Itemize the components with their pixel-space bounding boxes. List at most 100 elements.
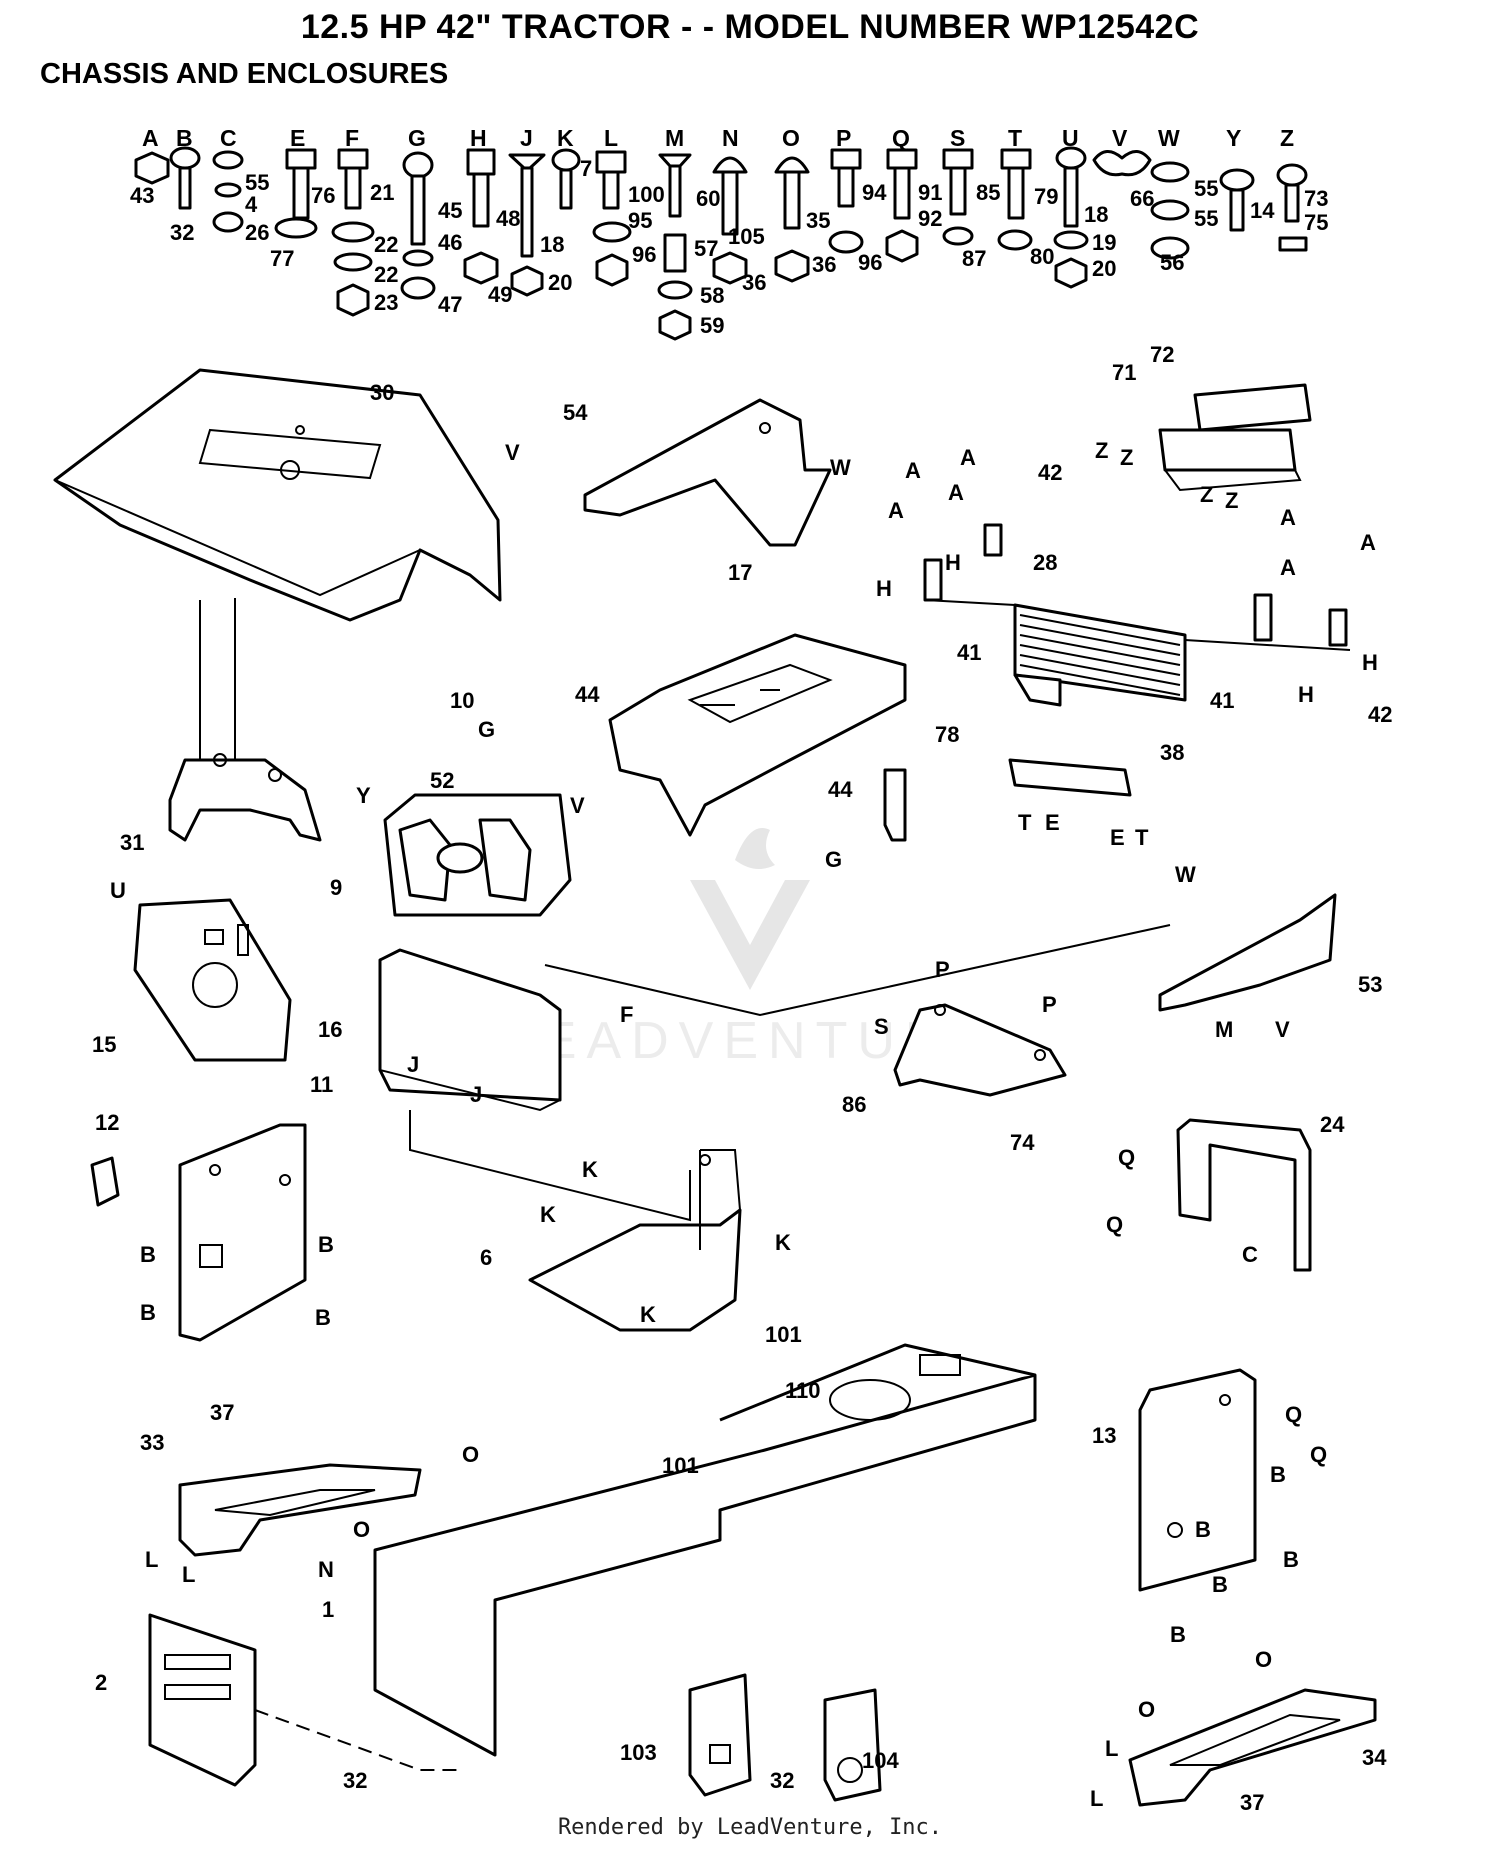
spacer-icon: [663, 233, 687, 273]
part-number: 101: [765, 1322, 802, 1347]
control-console-part: [383, 793, 572, 917]
part-number: 72: [1150, 342, 1174, 367]
carriage-bolt-icon: [712, 156, 748, 236]
alignment-lines: [254, 1709, 460, 1771]
hardware-letters: A B C E F G H J K L M N O P Q S T U V W …: [142, 125, 1294, 151]
alignment-lines: [409, 924, 1171, 1222]
ref-letter: W: [830, 455, 851, 480]
ref-letter: V: [1275, 1017, 1290, 1042]
ref-letter: Z: [1200, 482, 1213, 507]
ref-letter: E: [290, 125, 305, 151]
ref-letter: B: [1283, 1547, 1299, 1572]
part-number: 96: [858, 250, 882, 275]
ref-letter: N: [318, 1557, 334, 1582]
part-number: 20: [548, 270, 572, 295]
ref-letter: T: [1018, 810, 1032, 835]
ref-letter: O: [782, 125, 800, 151]
ref-letter: L: [182, 1562, 195, 1587]
washer-icon: [1150, 161, 1190, 183]
washer-icon: [942, 226, 974, 246]
part-number: 32: [770, 1768, 794, 1793]
part-number: 85: [976, 180, 1000, 205]
ref-letter: K: [540, 1202, 556, 1227]
hex-nut-icon: [336, 283, 370, 317]
part-number: 53: [1358, 972, 1382, 997]
ref-letter: H: [1362, 650, 1378, 675]
part-number: 7: [580, 156, 592, 181]
seat-plate-part: [528, 1149, 742, 1332]
part-number: 55: [245, 170, 269, 195]
part-number: 15: [92, 1032, 116, 1057]
part-number: 44: [575, 682, 600, 707]
ref-letter: O: [353, 1517, 370, 1542]
dash-plate-part: [133, 898, 292, 1062]
ref-letter: P: [1042, 992, 1057, 1017]
part-number: 32: [343, 1768, 367, 1793]
side-panel-part: [583, 398, 832, 547]
ref-letter: L: [1090, 1786, 1103, 1811]
right-fender-panel-part: [1138, 1368, 1257, 1592]
part-number: 66: [1130, 186, 1154, 211]
washer-icon: [274, 217, 318, 239]
washer-icon: [997, 229, 1033, 251]
hex-nut-icon: [134, 151, 170, 185]
part-number: 87: [962, 246, 986, 271]
right-side-panel-part: [1158, 893, 1337, 1012]
ref-letter: G: [408, 125, 426, 151]
part-number: 96: [632, 242, 656, 267]
part-number: 45: [438, 198, 462, 223]
part-number: 37: [210, 1400, 234, 1425]
part-number: 55: [1194, 206, 1218, 231]
part-number: 26: [245, 220, 269, 245]
ref-letter: Y: [1226, 125, 1241, 151]
screw-icon: [1276, 163, 1308, 223]
part-number: 1: [322, 1597, 334, 1622]
part-number: 58: [700, 283, 724, 308]
ref-letter: L: [145, 1547, 158, 1572]
part-number: 13: [1092, 1423, 1116, 1448]
screw-icon: [169, 146, 201, 210]
screw-icon: [551, 148, 581, 210]
ref-letter: Z: [1280, 125, 1294, 151]
lock-washer-icon: [402, 249, 434, 267]
part-number: 71: [1112, 360, 1136, 385]
bolt-icon: [886, 148, 918, 220]
washer-icon: [212, 150, 244, 170]
carriage-bolt-icon: [402, 151, 434, 246]
bolt-icon: [466, 148, 496, 228]
decal-part: [90, 1156, 120, 1207]
ref-letter: B: [176, 125, 193, 151]
bolt-icon: [595, 150, 627, 210]
part-number: 6: [480, 1245, 492, 1270]
hex-nut-icon: [595, 253, 629, 287]
part-number: 79: [1034, 184, 1058, 209]
part-number: 110: [785, 1378, 821, 1403]
part-number: 19: [1092, 230, 1116, 255]
front-axle-bracket-left: [688, 1673, 752, 1797]
washer-icon: [333, 252, 373, 272]
hood-part: [53, 368, 502, 760]
part-number: 32: [170, 220, 194, 245]
hardware-numbers: 43 32 55 4 26 76 77 21 22 22 23 45 46 47…: [130, 156, 1328, 338]
part-number: 49: [488, 282, 512, 307]
page-title: 12.5 HP 42" TRACTOR - - MODEL NUMBER WP1…: [300, 8, 1200, 46]
part-number: 41: [957, 640, 981, 665]
ref-letter: O: [462, 1442, 479, 1467]
ref-letter: Q: [1285, 1402, 1302, 1427]
ref-letter: H: [1298, 682, 1314, 707]
part-number: 104: [862, 1748, 899, 1773]
ref-letter: B: [1270, 1462, 1286, 1487]
part-number: 23: [374, 290, 398, 315]
ref-letter: P: [935, 957, 950, 982]
ref-letter: A: [142, 125, 159, 151]
ref-letter: W: [1158, 125, 1180, 151]
ref-letter: V: [570, 793, 585, 818]
flat-head-screw-icon: [508, 153, 546, 258]
rear-bracket-part: [1176, 1118, 1312, 1272]
part-number: 42: [1038, 460, 1062, 485]
lock-washer-icon: [214, 182, 242, 198]
ref-letter: F: [345, 125, 359, 151]
part-number: 48: [496, 206, 520, 231]
hex-nut-icon: [774, 249, 810, 283]
